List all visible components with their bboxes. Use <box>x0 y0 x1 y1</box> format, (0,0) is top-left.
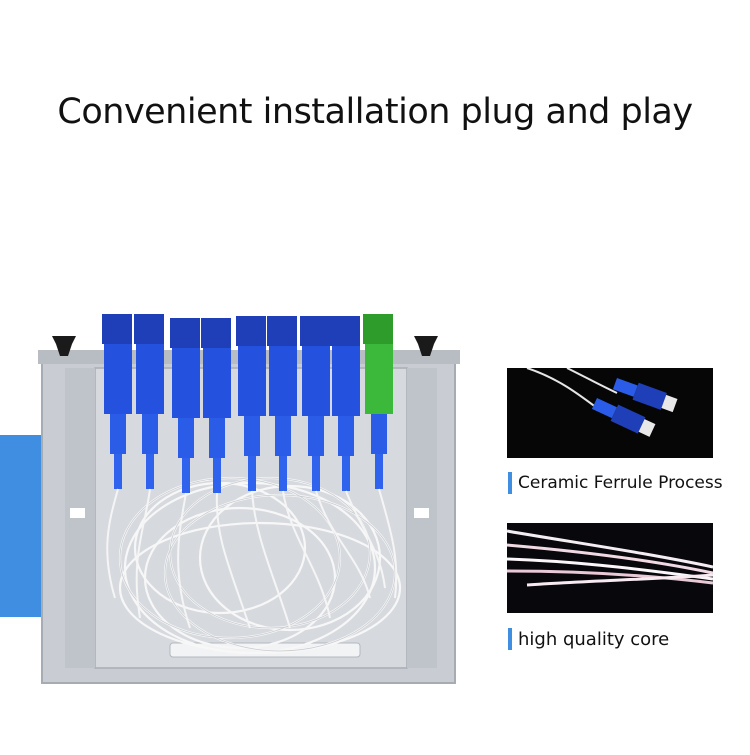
optical-fiber-strands-photo <box>507 523 713 613</box>
sc-fiber-connectors-photo <box>507 368 713 458</box>
feature-caption-text: Ceramic Ferrule Process <box>518 473 723 493</box>
plc-splitter-cassette-photo <box>38 314 460 684</box>
feature-caption-ceramic-ferrule: Ceramic Ferrule Process <box>508 472 723 494</box>
feature-caption-text: high quality core <box>518 628 670 650</box>
caption-accent-bar <box>508 628 512 650</box>
headline: Convenient installation plug and play <box>57 92 693 132</box>
feature-caption-high-quality-core: high quality core <box>508 628 669 650</box>
caption-accent-bar <box>508 472 512 494</box>
